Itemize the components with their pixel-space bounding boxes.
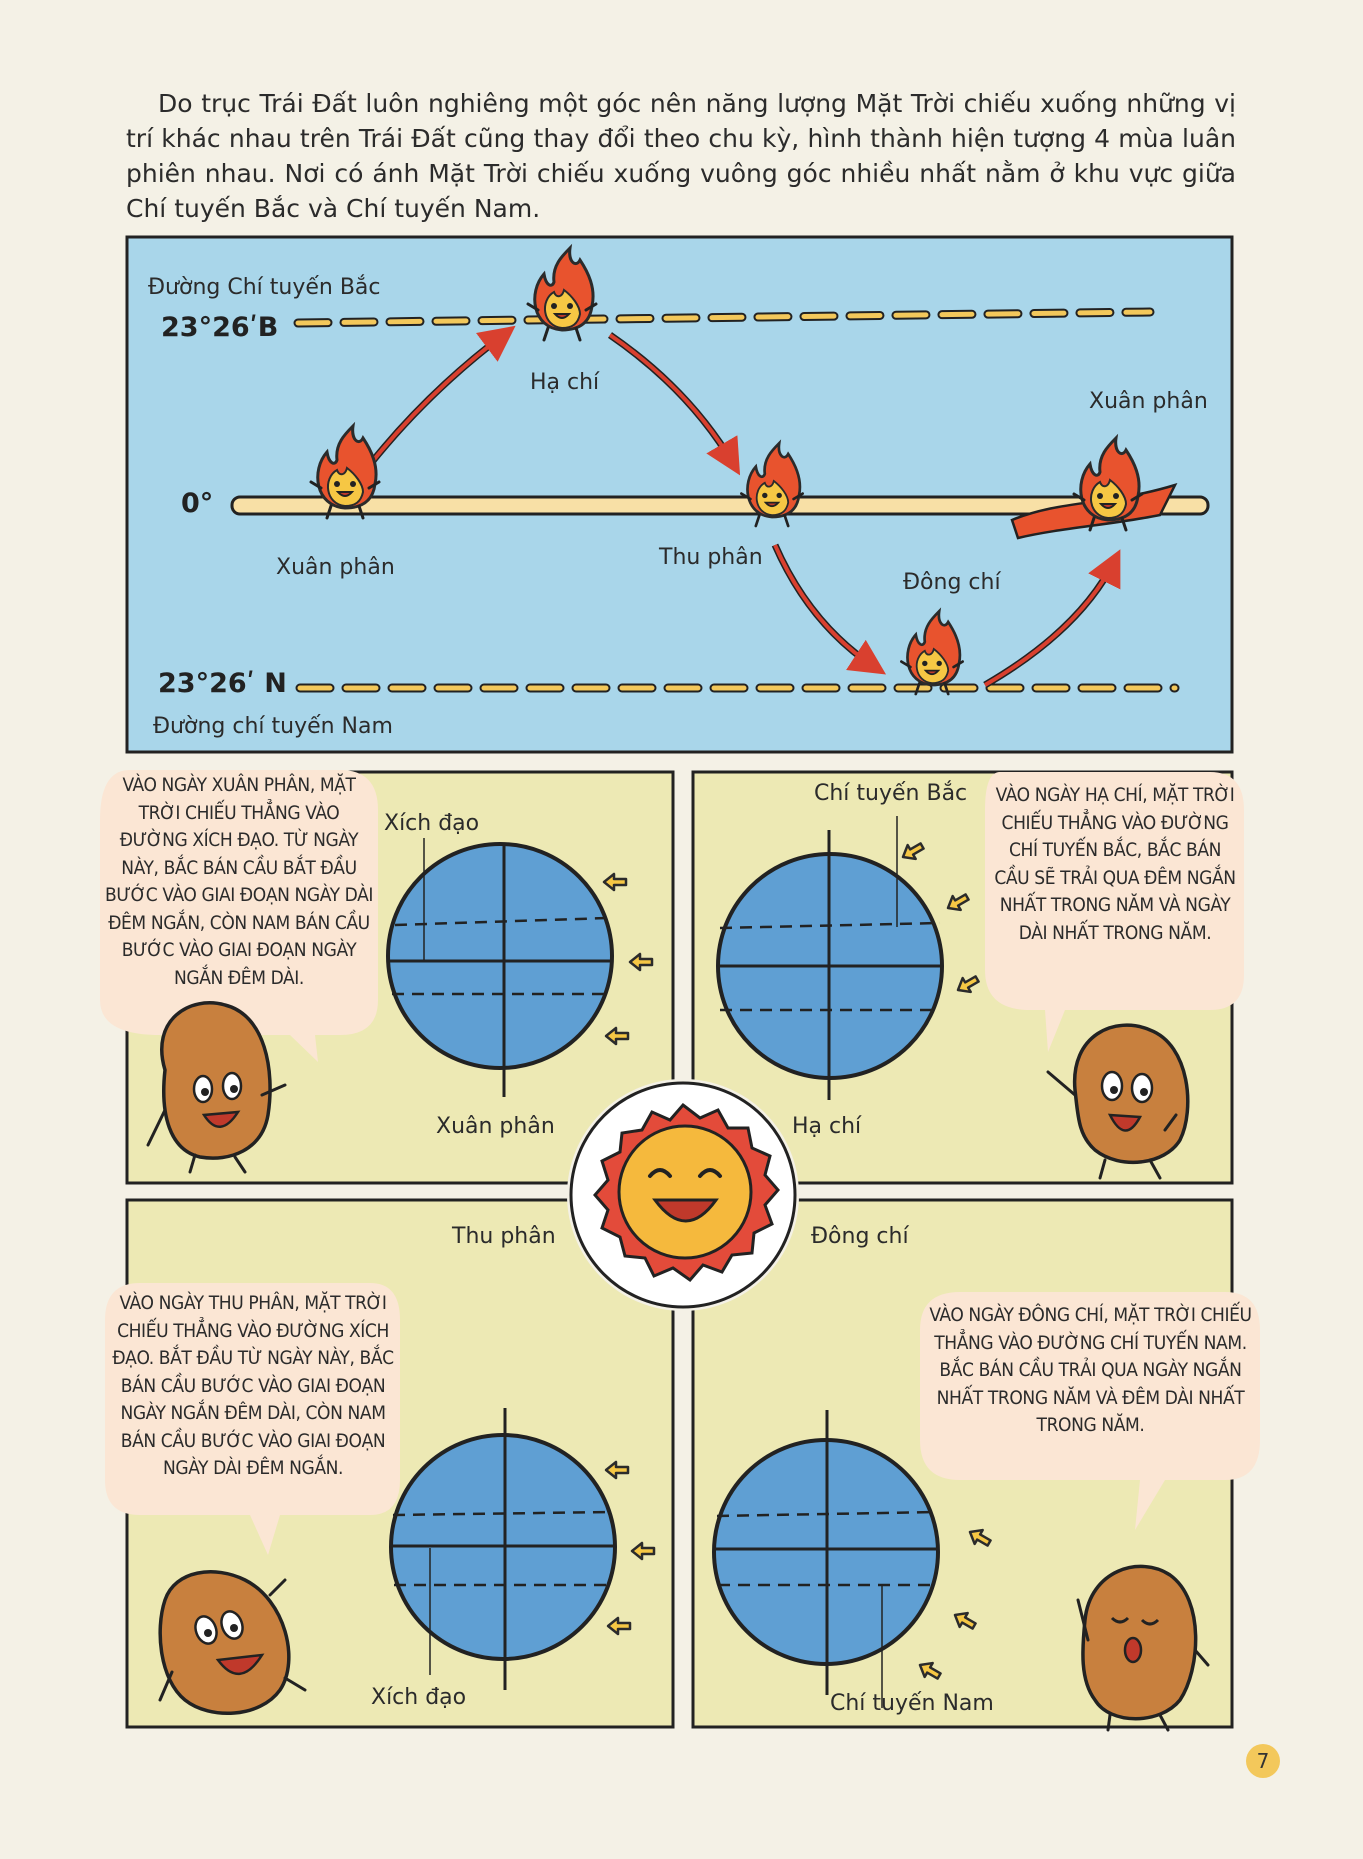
globe-autumn — [389, 1408, 617, 1690]
page-number: 7 — [1246, 1744, 1280, 1778]
north-tropic-label: Đường Chí tuyến Bắc — [148, 275, 381, 300]
winter-pointer-label: Chí tuyến Nam — [830, 1691, 994, 1716]
stage-label-spring-equinox-next: Xuân phân — [1089, 389, 1208, 414]
spring-caption: Xuân phân — [436, 1114, 555, 1139]
speech-bubble-spring — [100, 770, 378, 1062]
spring-bubble-text: VÀO NGÀY XUÂN PHÂN, MẶT TRỜI CHIẾU THẲNG… — [105, 774, 373, 989]
summer-bubble-text: VÀO NGÀY HẠ CHÍ, MẶT TRỜI CHIẾU THẲNG VÀ… — [994, 784, 1236, 944]
stage-label-winter-solstice: Đông chí — [903, 570, 1001, 595]
globe-winter — [712, 1410, 940, 1708]
potato-character-icon — [1046, 1023, 1190, 1180]
speech-bubble-winter — [920, 1292, 1260, 1530]
globe-summer — [716, 816, 944, 1100]
sun-character-icon — [567, 1079, 799, 1311]
speech-bubble-summer — [985, 772, 1244, 1052]
south-tropic-label: Đường chí tuyến Nam — [153, 714, 393, 739]
summer-caption: Hạ chí — [792, 1114, 862, 1139]
winter-bubble-text: VÀO NGÀY ĐÔNG CHÍ, MẶT TRỜI CHIẾU THẲNG … — [929, 1304, 1252, 1436]
potato-character-icon — [146, 1001, 287, 1174]
intro-paragraph: Do trục Trái Đất luôn nghiêng một góc nê… — [126, 89, 1236, 223]
autumn-bubble-text: VÀO NGÀY THU PHÂN, MẶT TRỜI CHIẾU THẲNG … — [112, 1292, 394, 1479]
globe-spring — [386, 838, 614, 1097]
south-tropic-degree: 23°26ʹ N — [158, 668, 287, 699]
summer-pointer-label: Chí tuyến Bắc — [814, 781, 968, 806]
equator-degree: 0° — [181, 488, 214, 519]
autumn-pointer-label: Xích đạo — [371, 1685, 467, 1710]
stage-label-spring-equinox: Xuân phân — [276, 555, 395, 580]
autumn-caption: Thu phân — [452, 1224, 556, 1249]
stage-label-summer-solstice: Hạ chí — [530, 370, 600, 395]
potato-character-icon — [1076, 1564, 1210, 1732]
north-tropic-degree: 23°26ʹB — [161, 312, 279, 343]
spring-pointer-label: Xích đạo — [384, 811, 480, 836]
season-diagram — [125, 235, 1234, 754]
speech-bubble-autumn — [105, 1283, 400, 1555]
winter-caption: Đông chí — [811, 1224, 909, 1249]
stage-label-autumn-equinox: Thu phân — [659, 545, 763, 570]
potato-character-icon — [158, 1570, 307, 1716]
